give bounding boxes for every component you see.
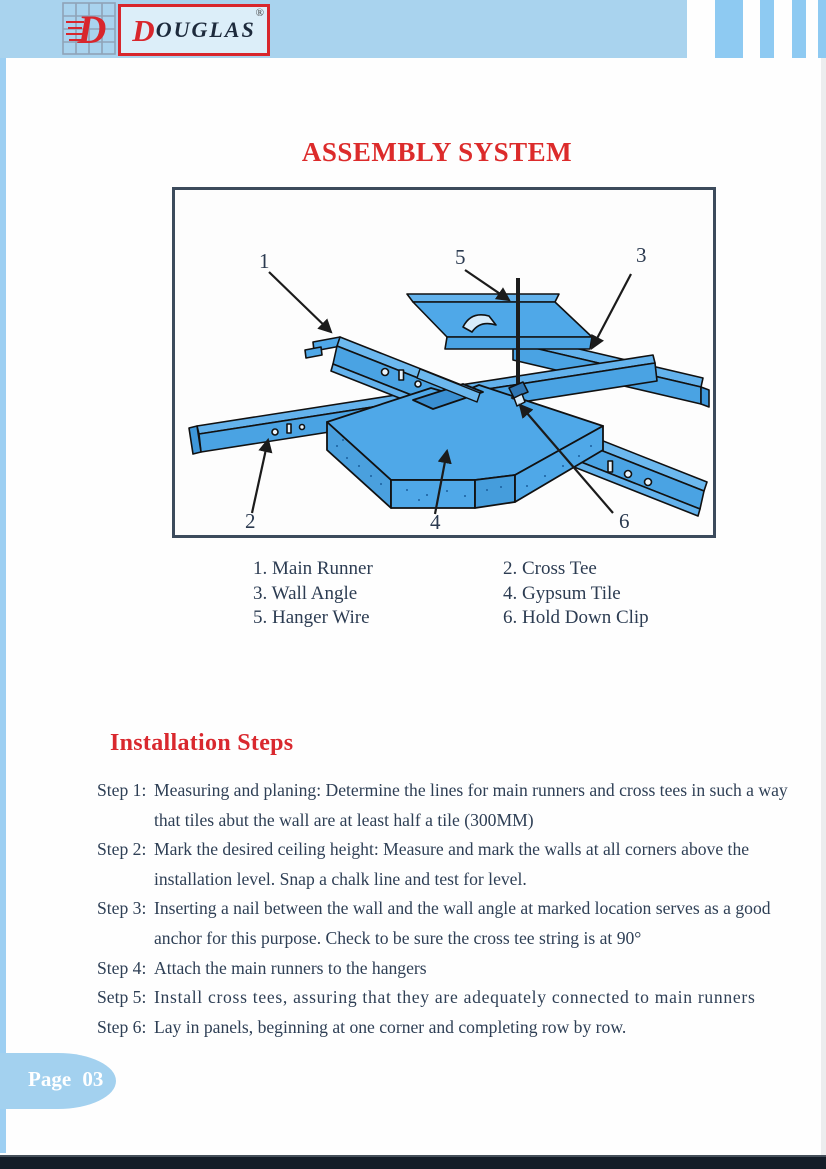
- step-row: Step 2: Mark the desired ceiling height:…: [97, 835, 811, 894]
- parts-legend: 1. Main Runner 2. Cross Tee 3. Wall Angl…: [253, 557, 693, 631]
- step-row: Setp 5: Install cross tees, assuring tha…: [97, 983, 811, 1013]
- page-right-edge: [821, 58, 826, 1155]
- step-text: Attach the main runners to the hangers: [154, 957, 427, 978]
- brand-grid-logo-icon: D: [62, 2, 116, 55]
- legend-item: 6. Hold Down Clip: [503, 607, 649, 628]
- header-stripe: [792, 0, 806, 58]
- arrow-5: [464, 269, 511, 302]
- legend-item: 5. Hanger Wire: [253, 607, 370, 628]
- assembly-diagram: 1 5 3 2 4 6: [188, 243, 710, 534]
- assembly-diagram-frame: 1 5 3 2 4 6: [172, 187, 716, 538]
- arrow-6: [518, 403, 614, 514]
- diagram-label-4: 4: [430, 510, 441, 534]
- step-row: Step 6: Lay in panels, beginning at one …: [97, 1013, 811, 1043]
- back-tile-shape: [406, 293, 593, 350]
- brand-initial: D: [132, 12, 155, 48]
- step-text: Inserting a nail between the wall and th…: [154, 898, 771, 948]
- diagram-label-2: 2: [245, 509, 256, 533]
- step-text: Install cross tees, assuring that they a…: [154, 987, 756, 1008]
- hold-down-clip-shape: [508, 381, 529, 407]
- legend-item: 2. Cross Tee: [503, 558, 597, 579]
- diagram-label-1: 1: [259, 249, 270, 273]
- tile-speckles: [336, 439, 592, 501]
- page-title: ASSEMBLY SYSTEM: [301, 137, 573, 167]
- step-label: Step 1:: [97, 780, 147, 800]
- brand-logo: D OUGLAS ®: [118, 4, 270, 56]
- page-left-edge: [0, 0, 6, 1153]
- header-stripe: [818, 0, 826, 58]
- step-label: Step 6:: [97, 1016, 147, 1037]
- diagram-label-5: 5: [455, 245, 466, 269]
- registered-trademark-icon: ®: [255, 7, 264, 19]
- arrow-2: [250, 437, 273, 514]
- arrow-1: [268, 271, 333, 334]
- header-stripe: [760, 0, 774, 58]
- step-text: Mark the desired ceiling height: Measure…: [154, 839, 750, 889]
- arrow-4: [433, 448, 452, 515]
- gypsum-tile-shape: [326, 368, 604, 509]
- page-bottom-edge: [0, 1155, 826, 1169]
- page-number-label: Page 03: [28, 1067, 104, 1091]
- step-label: Step 4:: [97, 957, 147, 978]
- arrow-3: [590, 273, 632, 350]
- step-row: Step 4: Attach the main runners to the h…: [97, 954, 811, 984]
- page-number-badge: Page 03: [0, 1053, 116, 1109]
- callout-arrows: [250, 269, 632, 515]
- legend-item: 4. Gypsum Tile: [503, 582, 621, 604]
- step-label: Step 2:: [97, 839, 147, 860]
- step-label: Step 3:: [97, 898, 147, 919]
- legend-item: 1. Main Runner: [253, 558, 373, 579]
- header-stripe: [715, 0, 743, 58]
- step-label: Setp 5:: [97, 987, 147, 1008]
- brand-name: OUGLAS: [155, 17, 256, 42]
- logo-grid-initial: D: [77, 7, 107, 52]
- installation-steps-heading: Installation Steps: [110, 730, 294, 756]
- step-row: Step 1: Measuring and planing: Determine…: [97, 776, 811, 835]
- step-row: Step 3: Inserting a nail between the wal…: [97, 894, 811, 953]
- step-text: Lay in panels, beginning at one corner a…: [154, 1016, 627, 1037]
- diagram-label-3: 3: [636, 243, 647, 267]
- legend-item: 3. Wall Angle: [253, 582, 358, 604]
- step-text: Measuring and planing: Determine the lin…: [154, 780, 788, 830]
- installation-steps-list: Step 1: Measuring and planing: Determine…: [97, 776, 811, 1042]
- diagram-label-6: 6: [619, 509, 630, 533]
